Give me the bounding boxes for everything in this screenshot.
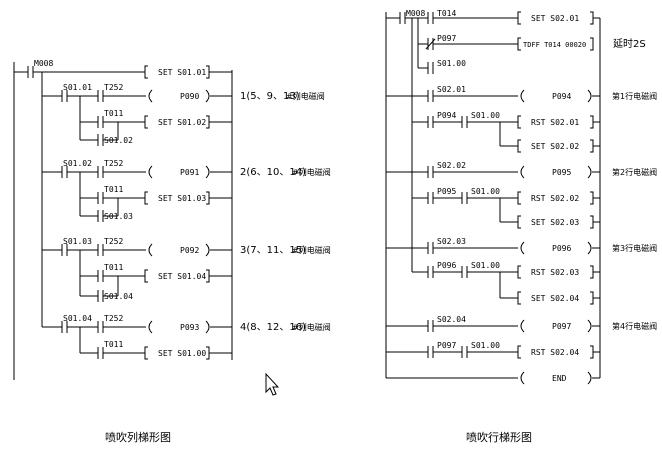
note-col1-text: #列电磁阀 <box>286 91 325 101</box>
contact-s0102-self: S01.02 <box>104 136 133 145</box>
r-note-delay: 延时2S <box>613 38 646 50</box>
contact-t011-4: T011 <box>104 340 123 349</box>
note-col2-num: 2(6、10、14) <box>240 167 306 178</box>
r-contact-p097-nc: P097 <box>437 34 456 43</box>
coil-set-s0103: SET S01.03 <box>158 194 206 203</box>
r-contact-s0100-c: S01.00 <box>471 261 500 270</box>
contact-t011-2: T011 <box>104 185 123 194</box>
coil-set-s0101: SET S01.01 <box>158 68 206 77</box>
r-contact-p094: P094 <box>437 111 456 120</box>
contact-t252-1: T252 <box>104 83 123 92</box>
coil-p093: P093 <box>180 323 199 332</box>
r-contact-m008: M008 <box>406 9 425 18</box>
r-contact-t014: T014 <box>437 9 456 18</box>
coil-p091: P091 <box>180 168 199 177</box>
mouse-cursor-icon <box>265 372 280 396</box>
r-contact-s0201: S02.01 <box>437 85 466 94</box>
contact-s0102: S01.02 <box>63 159 92 168</box>
contact-s0104: S01.04 <box>63 314 92 323</box>
r-coil-rst-s0202: RST S02.02 <box>531 194 579 203</box>
note-col4-text: #列电磁阀 <box>292 322 331 332</box>
r-contact-s0204: S02.04 <box>437 315 466 324</box>
note-col2-text: #列电磁阀 <box>292 167 331 177</box>
note-col4-num: 4(8、12、16) <box>240 322 306 333</box>
right-ladder: M008 T014 SET S02.01 P097 TDFF T014 0002… <box>385 9 657 444</box>
contact-t011-3: T011 <box>104 263 123 272</box>
r-contact-s0202: S02.02 <box>437 161 466 170</box>
r-coil-tdff: TDFF T014 00020 <box>523 41 586 49</box>
r-coil-set-s0203: SET S02.03 <box>531 218 579 227</box>
r-contact-s0203: S02.03 <box>437 237 466 246</box>
r-coil-set-s0201: SET S02.01 <box>531 14 579 23</box>
r-coil-rst-s0203: RST S02.03 <box>531 268 579 277</box>
note-col3-text: #列电磁阀 <box>292 245 331 255</box>
note-col3-num: 3(7、11、15) <box>240 245 306 256</box>
r-note-row2: 第2行电磁阀 <box>612 167 657 177</box>
right-caption: 喷吹行梯形图 <box>466 431 532 444</box>
r-coil-p097: P097 <box>552 322 571 331</box>
r-note-row4: 第4行电磁阀 <box>612 321 657 331</box>
r-coil-end: END <box>552 374 567 383</box>
r-contact-s0100-a: S01.00 <box>471 111 500 120</box>
r-coil-p095: P095 <box>552 168 571 177</box>
r-coil-set-s0202: SET S02.02 <box>531 142 579 151</box>
contact-s0101: S01.01 <box>63 83 92 92</box>
r-coil-rst-s0201: RST S02.01 <box>531 118 579 127</box>
r-contact-s0100-b: S01.00 <box>471 187 500 196</box>
coil-p092: P092 <box>180 246 199 255</box>
contact-s0103: S01.03 <box>63 237 92 246</box>
r-contact-p096: P096 <box>437 261 456 270</box>
r-coil-p094: P094 <box>552 92 571 101</box>
r-contact-s0100-d: S01.00 <box>471 341 500 350</box>
r-coil-p096: P096 <box>552 244 571 253</box>
contact-t011-1: T011 <box>104 109 123 118</box>
coil-set-s0102: SET S01.02 <box>158 118 206 127</box>
contact-s0104-self: S01.04 <box>104 292 133 301</box>
r-note-row1: 第1行电磁阀 <box>612 91 657 101</box>
contact-t252-2: T252 <box>104 159 123 168</box>
r-contact-p095: P095 <box>437 187 456 196</box>
left-ladder: M008 SET S01.01 S01.01 T252 P090 T011 SE… <box>13 59 331 444</box>
r-contact-s0100-self: S01.00 <box>437 59 466 68</box>
note-col1-num: 1(5、9、13) <box>240 91 300 102</box>
contact-s0103-self: S01.03 <box>104 212 133 221</box>
contact-m008: M008 <box>34 59 53 68</box>
left-caption: 喷吹列梯形图 <box>105 430 171 444</box>
r-coil-rst-s0204: RST S02.04 <box>531 348 579 357</box>
contact-t252-4: T252 <box>104 314 123 323</box>
r-coil-set-s0204: SET S02.04 <box>531 294 579 303</box>
coil-p090: P090 <box>180 92 199 101</box>
coil-set-s0104: SET S01.04 <box>158 272 206 281</box>
r-contact-p097: P097 <box>437 341 456 350</box>
contact-t252-3: T252 <box>104 237 123 246</box>
coil-set-s0100: SET S01.00 <box>158 349 206 358</box>
r-note-row3: 第3行电磁阀 <box>612 243 657 253</box>
